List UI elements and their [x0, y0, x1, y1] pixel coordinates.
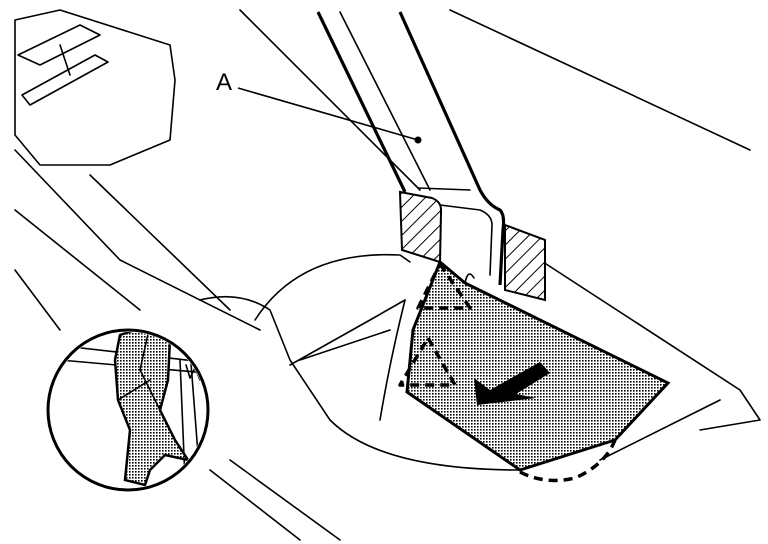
hatched-block-right — [504, 223, 546, 302]
detail-inset — [46, 328, 210, 492]
clip-location-marker-2 — [398, 336, 457, 387]
callout-leader-line — [237, 87, 419, 141]
console-outline — [14, 9, 761, 541]
removal-direction-arrow-icon — [474, 362, 550, 405]
callout-dot — [414, 136, 422, 144]
hatched-block-left — [398, 190, 443, 264]
clip-location-marker-1 — [416, 262, 472, 310]
panel-removed-outline — [519, 439, 617, 483]
callout-label-a: A — [216, 69, 232, 96]
